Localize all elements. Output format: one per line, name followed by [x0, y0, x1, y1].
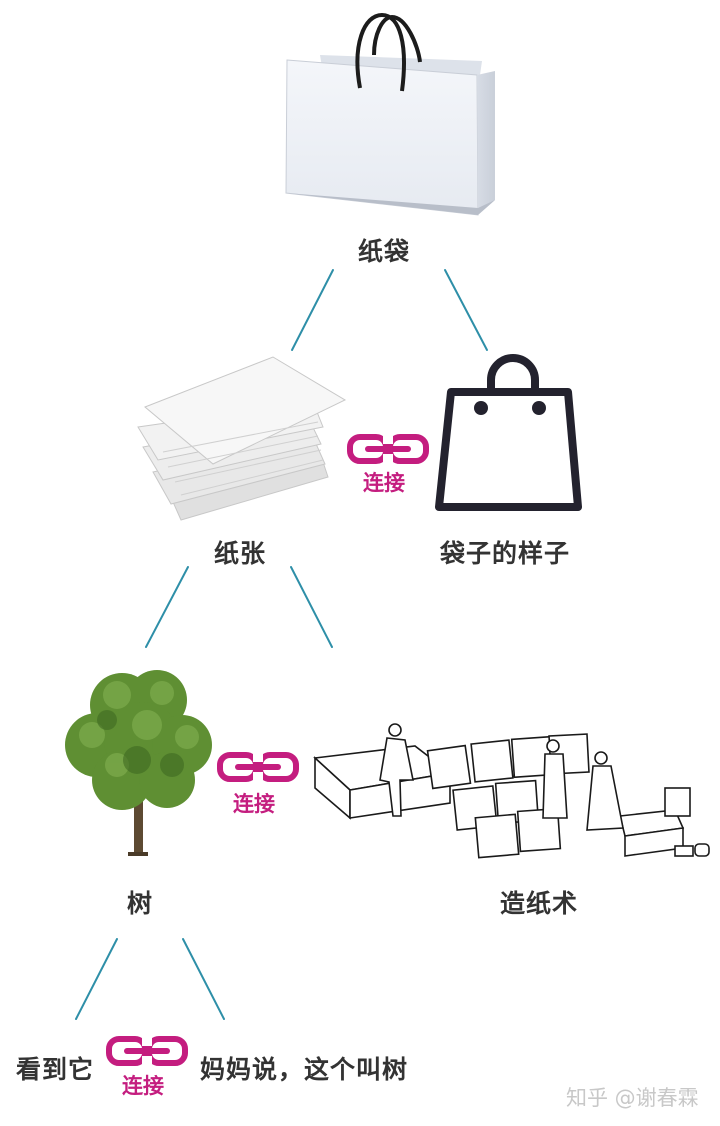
mom-says-text: 妈妈说，这个叫树: [200, 1055, 409, 1084]
link-chain-icon: [347, 434, 429, 464]
link-chain-icon: [217, 752, 299, 782]
connector-paper-to-tree: [145, 566, 189, 648]
papermaking-illustration: [313, 723, 710, 859]
node-label-tree: 树: [127, 889, 154, 918]
connector-bag-to-shape: [444, 269, 488, 351]
connector-paper-to-papermaking: [290, 566, 333, 648]
link-label: 连接: [122, 1074, 164, 1098]
connector-tree-to-mom: [182, 938, 225, 1020]
node-label-paper: 纸张: [214, 539, 267, 568]
tree-photo: [65, 670, 212, 856]
node-label-bag-shape: 袋子的样子: [440, 539, 571, 568]
node-label-paper-bag: 纸袋: [358, 237, 411, 266]
watermark: 知乎 @谢春霖: [566, 1086, 699, 1110]
node-label-papermaking: 造纸术: [500, 889, 579, 918]
connector-tree-to-see: [75, 938, 118, 1020]
link-chain-icon: [106, 1036, 188, 1066]
paper-bag-photo: [285, 12, 495, 216]
link-label: 连接: [233, 792, 275, 816]
paper-stack-photo: [137, 356, 347, 521]
connector-bag-to-paper: [291, 269, 334, 351]
shopping-bag-icon: [435, 354, 582, 511]
link-label: 连接: [363, 471, 405, 495]
see-it-text: 看到它: [16, 1055, 95, 1084]
